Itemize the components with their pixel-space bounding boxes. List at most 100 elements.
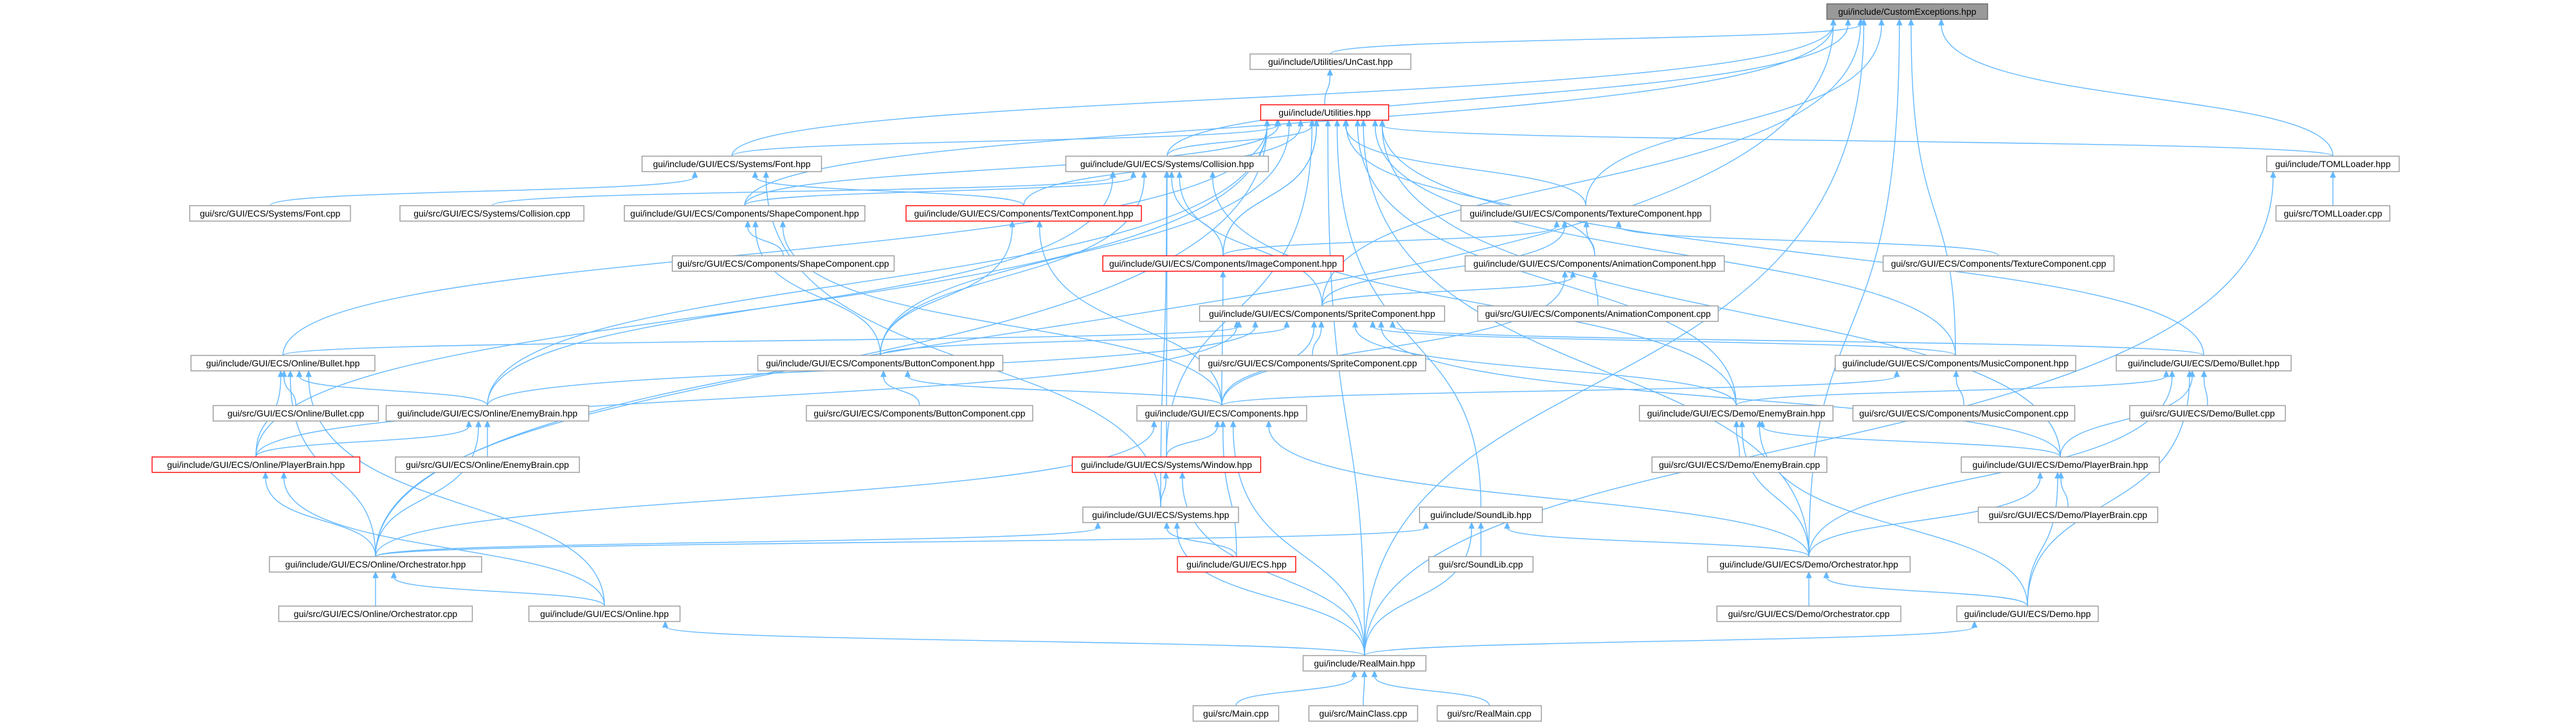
- node-box: [1638, 405, 1834, 422]
- edge-button-hpp-to-shape-hpp: [752, 220, 881, 356]
- edge-onl-bullet-hpp-to-sprite-hpp: [282, 320, 1242, 356]
- node-box: [278, 605, 473, 622]
- node-music-cpp[interactable]: gui/src/GUI/ECS/Components/MusicComponen…: [1852, 405, 2076, 422]
- node-box: [1308, 705, 1419, 722]
- node-onl-bullet-cpp[interactable]: gui/src/GUI/ECS/Online/Bullet.cpp: [212, 405, 379, 422]
- node-button-cpp[interactable]: gui/src/GUI/ECS/Components/ButtonCompone…: [806, 405, 1033, 422]
- edge-components-hpp-to-button-hpp: [904, 370, 1222, 406]
- node-box: [1102, 255, 1344, 272]
- node-components-hpp[interactable]: gui/include/GUI/ECS/Components.hpp: [1136, 405, 1307, 422]
- edge-onl-orch-hpp-to-onl-enemy-hpp: [375, 420, 482, 557]
- node-systems-hpp[interactable]: gui/include/GUI/ECS/Systems.hpp: [1082, 506, 1239, 523]
- node-window-hpp[interactable]: gui/include/GUI/ECS/Systems/Window.hpp: [1071, 456, 1262, 473]
- node-demo-bullet-hpp[interactable]: gui/include/GUI/ECS/Demo/Bullet.hpp: [2116, 355, 2292, 371]
- node-label: gui/include/GUI/ECS/Systems/Font.hpp: [653, 159, 810, 169]
- edge-font-cpp-to-font-hpp: [269, 170, 698, 206]
- node-button-hpp[interactable]: gui/include/GUI/ECS/Components/ButtonCom…: [757, 355, 1004, 371]
- edge-realmain-hpp-to-components-hpp: [1229, 420, 1365, 656]
- node-shape-cpp[interactable]: gui/src/GUI/ECS/Components/ShapeComponen…: [671, 255, 895, 272]
- node-label: gui/include/GUI/ECS/Components/TextureCo…: [1469, 208, 1701, 219]
- node-image-hpp[interactable]: gui/include/GUI/ECS/Components/ImageComp…: [1102, 255, 1344, 272]
- node-music-hpp[interactable]: gui/include/GUI/ECS/Components/MusicComp…: [1835, 355, 2076, 371]
- node-label: gui/include/GUI/ECS/Systems/Window.hpp: [1081, 460, 1252, 470]
- node-onl-orch-hpp[interactable]: gui/include/GUI/ECS/Online/Orchestrator.…: [269, 556, 482, 573]
- node-box: [1956, 605, 2099, 622]
- edge-online-hpp-to-onl-player-hpp: [280, 471, 605, 607]
- edge-realmain-hpp-to-demo-hpp: [1364, 620, 1978, 656]
- node-soundlib-cpp[interactable]: gui/src/SoundLib.cpp: [1428, 556, 1534, 573]
- node-onl-player-hpp[interactable]: gui/include/GUI/ECS/Online/PlayerBrain.h…: [151, 456, 361, 473]
- node-label: gui/src/GUI/ECS/Components/ButtonCompone…: [813, 408, 1025, 418]
- edge-collision-hpp-to-utilities: [1166, 119, 1316, 157]
- node-utilities[interactable]: gui/include/Utilities.hpp: [1260, 104, 1390, 121]
- node-demo-orch-cpp[interactable]: gui/src/GUI/ECS/Demo/Orchestrator.cpp: [1716, 605, 1901, 622]
- node-label: gui/src/GUI/ECS/Components/AnimationComp…: [1485, 309, 1711, 319]
- node-demo-player-cpp[interactable]: gui/src/GUI/ECS/Demo/PlayerBrain.cpp: [1977, 506, 2159, 523]
- edge-onl-orch-cpp-to-onl-orch-hpp: [372, 571, 379, 606]
- node-collision-hpp[interactable]: gui/include/GUI/ECS/Systems/Collision.hp…: [1065, 156, 1269, 172]
- edge-demo-hpp-to-demo-orch-hpp: [1823, 571, 2028, 607]
- node-label: gui/include/GUI/ECS/Systems.hpp: [1092, 510, 1229, 520]
- node-font-hpp[interactable]: gui/include/GUI/ECS/Systems/Font.hpp: [641, 156, 822, 172]
- node-text-hpp[interactable]: gui/include/GUI/ECS/Components/TextCompo…: [905, 205, 1142, 222]
- node-collision-cpp[interactable]: gui/src/GUI/ECS/Systems/Collision.cpp: [399, 205, 585, 222]
- node-soundlib-hpp[interactable]: gui/include/SoundLib.hpp: [1419, 506, 1543, 523]
- node-onl-orch-cpp[interactable]: gui/src/GUI/ECS/Online/Orchestrator.cpp: [278, 605, 473, 622]
- node-label: gui/src/SoundLib.cpp: [1439, 559, 1523, 569]
- node-tomlloader-cpp[interactable]: gui/src/TOMLLoader.cpp: [2275, 205, 2391, 222]
- node-label: gui/include/GUI/ECS/Demo.hpp: [1964, 609, 2091, 619]
- edge-online-hpp-to-onl-bullet-hpp: [305, 370, 605, 607]
- node-demo-player-hpp[interactable]: gui/include/GUI/ECS/Demo/PlayerBrain.hpp: [1961, 456, 2160, 473]
- edge-components-hpp-to-shape-hpp: [779, 220, 1222, 406]
- edge-demo-orch-hpp-to-components-hpp: [1265, 420, 1810, 557]
- node-box: [757, 355, 1004, 371]
- edge-onl-orch-hpp-to-onl-player-hpp: [262, 471, 376, 557]
- node-demo-enemy-cpp[interactable]: gui/src/GUI/ECS/Demo/EnemyBrain.cpp: [1651, 456, 1828, 473]
- node-box: [399, 205, 585, 222]
- node-box: [1460, 205, 1711, 222]
- edge-soundlib-hpp-to-utilities: [1334, 119, 1482, 508]
- node-onl-enemy-cpp[interactable]: gui/src/GUI/ECS/Online/EnemyBrain.cpp: [395, 456, 580, 473]
- node-demo-enemy-hpp[interactable]: gui/include/GUI/ECS/Demo/EnemyBrain.hpp: [1638, 405, 1834, 422]
- node-box: [1249, 53, 1411, 70]
- node-onl-enemy-hpp[interactable]: gui/include/GUI/ECS/Online/EnemyBrain.hp…: [385, 405, 590, 422]
- edge-ecs-hpp-to-components-hpp: [1220, 420, 1237, 557]
- node-root[interactable]: gui/include/CustomExceptions.hpp: [1826, 3, 1988, 20]
- node-texture-hpp[interactable]: gui/include/GUI/ECS/Components/TextureCo…: [1460, 205, 1711, 222]
- node-box: [1826, 3, 1988, 20]
- node-label: gui/src/GUI/ECS/Components/TextureCompon…: [1891, 258, 2107, 269]
- node-online-hpp[interactable]: gui/include/GUI/ECS/Online.hpp: [528, 605, 681, 622]
- node-font-cpp[interactable]: gui/src/GUI/ECS/Systems/Font.cpp: [189, 205, 351, 222]
- node-animation-cpp[interactable]: gui/src/GUI/ECS/Components/AnimationComp…: [1477, 305, 1719, 322]
- node-ecs-hpp[interactable]: gui/include/GUI/ECS.hpp: [1177, 556, 1296, 573]
- node-label: gui/src/GUI/ECS/Components/SpriteCompone…: [1208, 358, 1417, 368]
- node-demo-bullet-cpp[interactable]: gui/src/GUI/ECS/Demo/Bullet.cpp: [2129, 405, 2286, 422]
- edge-button-hpp-to-sprite-hpp: [880, 320, 1290, 356]
- edge-tomlloader-hpp-to-root: [1938, 18, 2334, 157]
- node-demo-hpp[interactable]: gui/include/GUI/ECS/Demo.hpp: [1956, 605, 2099, 622]
- node-label: gui/src/MainClass.cpp: [1320, 708, 1408, 719]
- edge-tomlloader-cpp-to-tomlloader-hpp: [2330, 170, 2336, 206]
- edge-demo-bullet-hpp-to-sprite-hpp: [1389, 320, 2204, 356]
- node-sprite-cpp[interactable]: gui/src/GUI/ECS/Components/SpriteCompone…: [1199, 355, 1426, 371]
- node-shape-hpp[interactable]: gui/include/GUI/ECS/Components/ShapeComp…: [624, 205, 866, 222]
- node-box: [2275, 205, 2391, 222]
- node-demo-orch-hpp[interactable]: gui/include/GUI/ECS/Demo/Orchestrator.hp…: [1707, 556, 1911, 573]
- node-box: [641, 156, 822, 172]
- node-realmain-hpp[interactable]: gui/include/RealMain.hpp: [1302, 655, 1427, 672]
- node-box: [1835, 355, 2076, 371]
- node-box: [1437, 705, 1542, 722]
- node-box: [1428, 556, 1534, 573]
- node-label: gui/include/GUI/ECS/Components/SpriteCom…: [1209, 309, 1435, 319]
- node-texture-cpp[interactable]: gui/src/GUI/ECS/Components/TextureCompon…: [1882, 255, 2115, 272]
- node-main-cpp[interactable]: gui/src/Main.cpp: [1192, 705, 1280, 722]
- node-sprite-hpp[interactable]: gui/include/GUI/ECS/Components/SpriteCom…: [1199, 305, 1446, 322]
- node-mainclass-cpp[interactable]: gui/src/MainClass.cpp: [1308, 705, 1419, 722]
- node-tomlloader-hpp[interactable]: gui/include/TOMLLoader.hpp: [2266, 156, 2400, 172]
- node-realmain-cpp[interactable]: gui/src/RealMain.cpp: [1437, 705, 1542, 722]
- node-box: [2266, 156, 2400, 172]
- node-unicast[interactable]: gui/include/Utilities/UnCast.hpp: [1249, 53, 1411, 70]
- node-onl-bullet-hpp[interactable]: gui/include/GUI/ECS/Online/Bullet.hpp: [190, 355, 376, 371]
- node-label: gui/include/GUI/ECS/Components/ShapeComp…: [630, 208, 859, 219]
- node-animation-hpp[interactable]: gui/include/GUI/ECS/Components/Animation…: [1464, 255, 1725, 272]
